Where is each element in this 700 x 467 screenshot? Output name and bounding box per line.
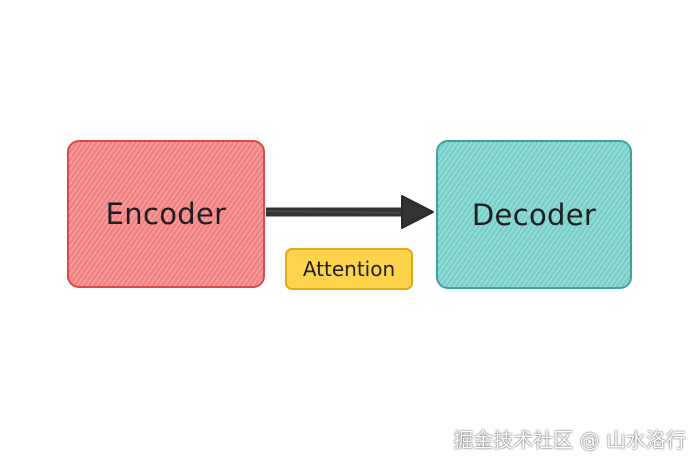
attention-label-box: Attention	[285, 248, 413, 290]
decoder-box: Decoder	[436, 140, 632, 289]
watermark: 掘金技术社区 @ 山水洛行	[453, 428, 686, 452]
attention-label: Attention	[302, 257, 396, 281]
arrow-shaft-sketch-line	[265, 210, 407, 214]
decoder-label: Decoder	[471, 197, 597, 232]
encoder-box: Encoder	[67, 140, 265, 288]
encoder-label: Encoder	[105, 197, 227, 231]
decoder-hatch-fill	[438, 142, 630, 287]
arrow-head	[401, 195, 434, 229]
encoder-hatch-fill	[69, 142, 263, 286]
